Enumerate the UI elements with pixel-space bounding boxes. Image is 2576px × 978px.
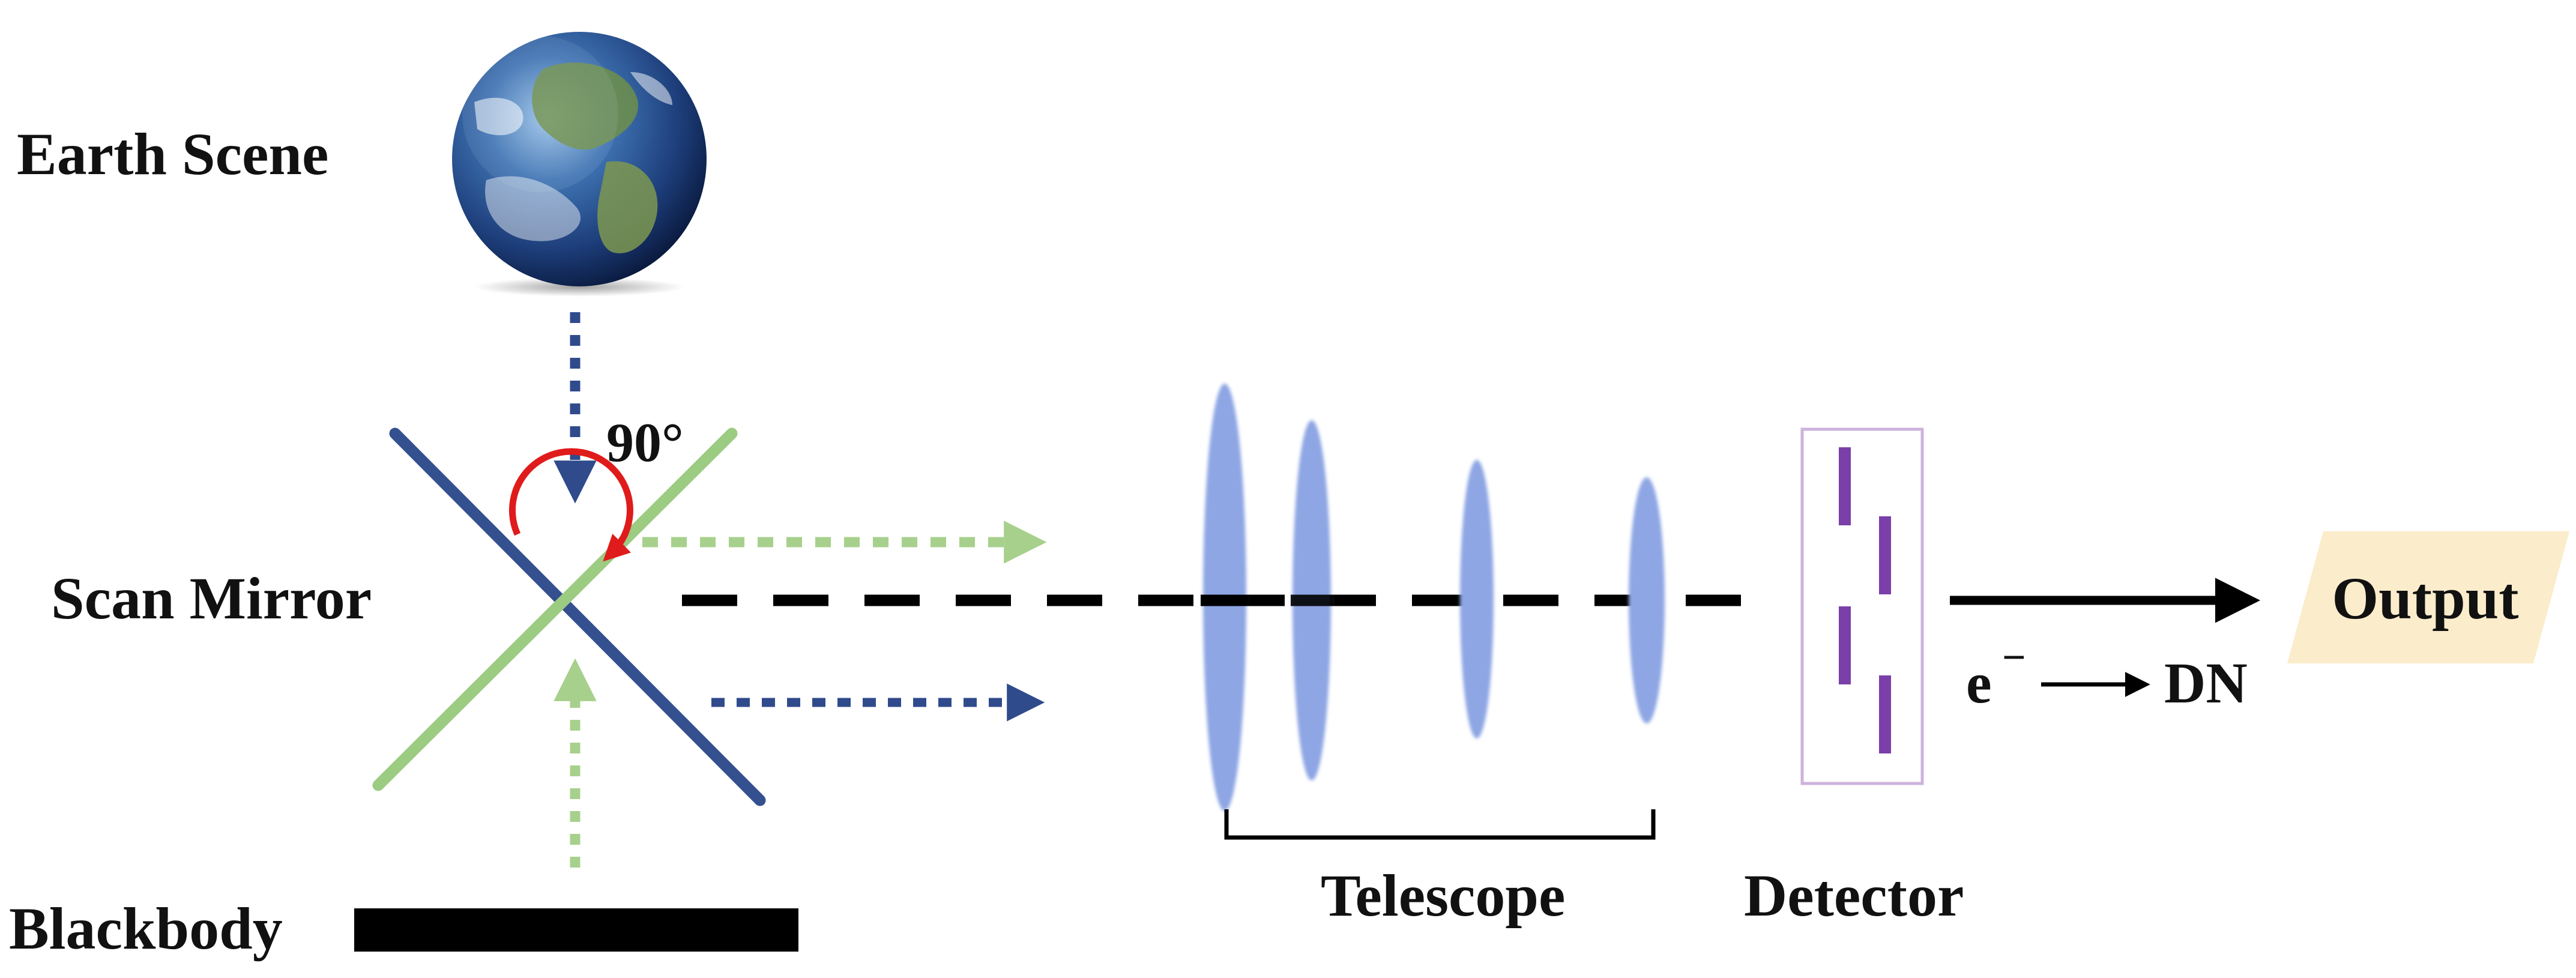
- detector: [1800, 427, 1924, 785]
- lens-4: [1629, 477, 1665, 723]
- blackbody-bar: [354, 908, 798, 952]
- scan-mirror: [372, 427, 766, 806]
- telescope-bracket: [1224, 809, 1656, 840]
- earth-scene-label: Earth Scene: [17, 121, 328, 187]
- scan-mirror-blue-plane: [389, 427, 766, 806]
- angle-arc: [508, 448, 633, 562]
- telescope-label: Telescope: [1321, 862, 1565, 929]
- lens-3: [1460, 460, 1494, 738]
- earth-globe-icon: [452, 32, 707, 297]
- telescope-lenses: [1201, 384, 1665, 811]
- output-label: Output: [2332, 565, 2518, 632]
- scan-mirror-green-plane: [372, 427, 738, 791]
- detector-frame: [1800, 427, 1924, 785]
- scan-mirror-label: Scan Mirror: [51, 565, 372, 632]
- detector-label: Detector: [1744, 862, 1964, 929]
- electron-to-dn-conversion: e − DN: [1966, 635, 2248, 715]
- output-box: [2287, 531, 2569, 663]
- blackbody-label: Blackbody: [9, 895, 283, 962]
- electron-label: e: [1966, 651, 1992, 715]
- electron-superscript: −: [2002, 635, 2026, 681]
- angle-label: 90°: [606, 412, 684, 473]
- dn-label: DN: [2164, 651, 2248, 715]
